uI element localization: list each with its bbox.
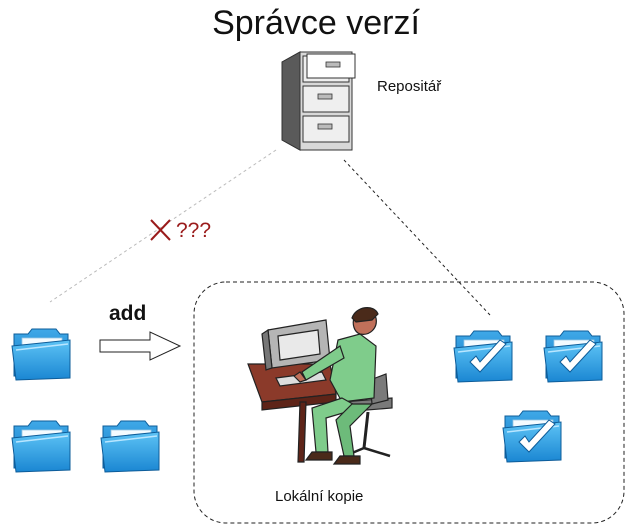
workspace-region	[193, 281, 625, 524]
filing-cabinet-icon	[281, 51, 356, 151]
tracked-folder-icon-3	[503, 411, 561, 462]
repository-to-workspace-link	[343, 159, 491, 316]
untracked-folder-icon-1	[11, 328, 71, 381]
untracked-folder-icon-2	[11, 420, 71, 473]
tracked-folder-icon-2	[544, 331, 602, 382]
repository-label: Repositář	[377, 78, 442, 95]
workspace-label: Lokální kopie	[275, 488, 364, 505]
page-title: Správce verzí	[212, 4, 420, 42]
right-arrow-icon	[99, 331, 182, 361]
add-label: add	[109, 302, 147, 325]
untracked-folder-icon-3	[100, 420, 160, 473]
person-at-computer-icon	[247, 307, 393, 465]
error-label: ???	[176, 219, 212, 242]
red-x-icon	[150, 219, 171, 241]
tracked-folder-icon-1	[454, 331, 512, 382]
